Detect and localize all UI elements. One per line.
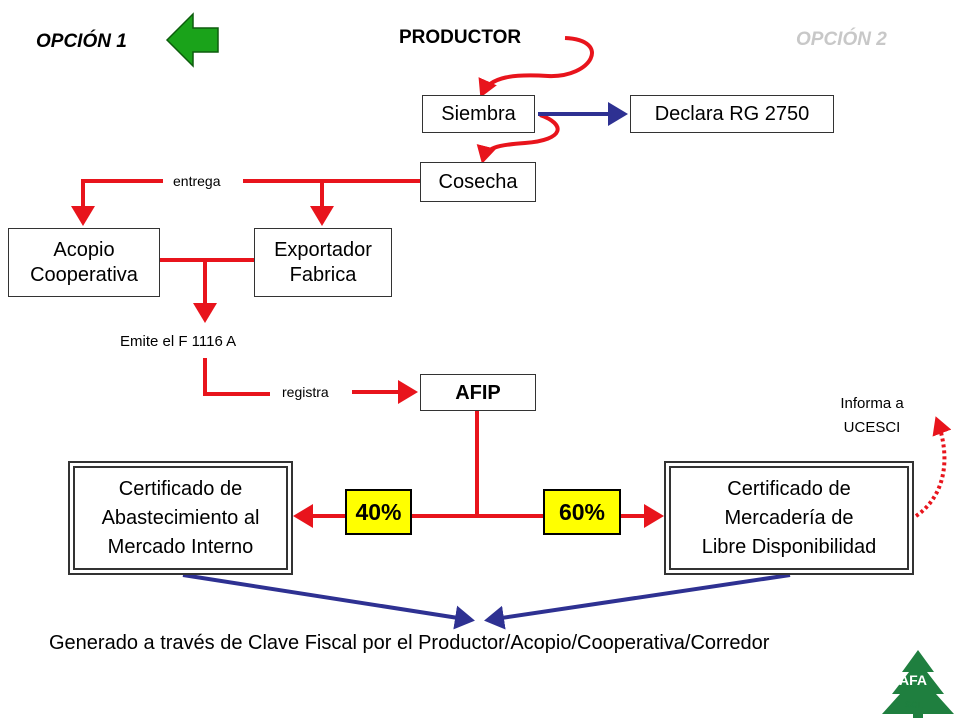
afip-box: AFIP	[420, 374, 536, 411]
informs-label: Informa a UCESCI	[840, 395, 904, 436]
producer-to-sowing-arrow	[478, 36, 594, 98]
delivers-label: entrega	[173, 173, 221, 189]
pct-left-badge: 40%	[345, 489, 412, 535]
cert-free-box: Certificado de Mercadería de Libre Dispo…	[664, 461, 914, 575]
producer-label: PRODUCTOR	[399, 27, 522, 48]
option1-label: OPCIÓN 1	[36, 31, 127, 52]
storage-box: Acopio Cooperativa	[8, 228, 160, 297]
logo-subtext: SCL	[905, 700, 923, 710]
registers-label: registra	[282, 384, 329, 400]
harvest-box: Cosecha	[420, 162, 536, 202]
issues-form-label: Emite el F 1116 A	[120, 333, 237, 350]
cert-free-to-footer-arrow	[484, 573, 791, 630]
pct-right-badge: 60%	[543, 489, 621, 535]
cert-internal-box: Certificado de Abastecimiento al Mercado…	[68, 461, 293, 575]
sowing-to-harvest-arrow	[476, 113, 560, 164]
cert-internal-to-footer-arrow	[182, 573, 475, 630]
register-line	[203, 358, 270, 396]
informs-ucesci-arrow	[914, 416, 952, 518]
back-arrow-icon	[165, 12, 219, 68]
afa-logo	[882, 650, 954, 718]
option2-label: OPCIÓN 2	[796, 29, 887, 50]
logo-text: AFA	[899, 672, 927, 688]
sowing-box: Siembra	[422, 95, 535, 133]
exporter-box: Exportador Fabrica	[254, 228, 392, 297]
footer-text: Generado a través de Clave Fiscal por el…	[49, 632, 770, 654]
declares-box: Declara RG 2750	[630, 95, 834, 133]
